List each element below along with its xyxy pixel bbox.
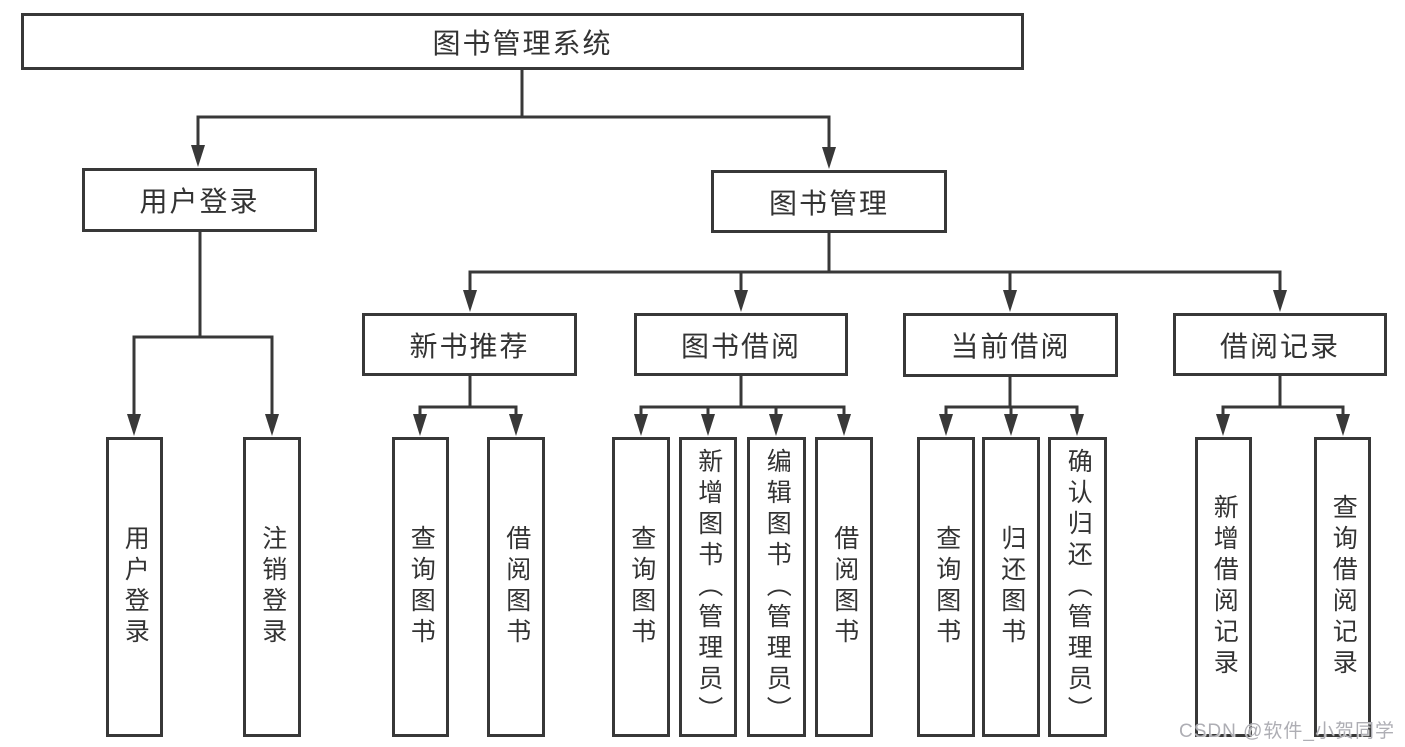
leaf-recommend-query-books-label: 查询图书 xyxy=(407,525,436,649)
leaf-recommend-borrow-books: 借阅图书 xyxy=(487,437,545,737)
leaf-borrowing-borrow-books-label: 借阅图书 xyxy=(830,525,859,649)
leaf-user-login-label: 用户登录 xyxy=(121,525,150,649)
node-user-login-branch-label: 用户登录 xyxy=(139,186,260,217)
leaf-current-return-books: 归还图书 xyxy=(982,437,1040,737)
connector-root-to-branches xyxy=(196,67,831,149)
node-root-system-label: 图书管理系统 xyxy=(432,27,613,59)
leaf-borrowing-edit-books-admin-label: 编辑图书（管理员） xyxy=(763,447,792,727)
node-new-book-recommend-label: 新书推荐 xyxy=(409,330,530,362)
leaf-recommend-query-books: 查询图书 xyxy=(392,437,449,737)
leaf-borrowing-query-books: 查询图书 xyxy=(612,437,670,737)
node-user-login-branch: 用户登录 xyxy=(82,168,317,232)
node-current-borrowing-label: 当前借阅 xyxy=(950,331,1071,362)
node-book-management-label: 图书管理 xyxy=(768,187,889,219)
node-borrowing-records: 借阅记录 xyxy=(1173,313,1387,376)
leaf-borrowing-query-books-label: 查询图书 xyxy=(627,525,656,649)
leaf-current-query-books-label: 查询图书 xyxy=(932,525,961,649)
leaf-current-query-books: 查询图书 xyxy=(917,437,975,737)
leaf-recommend-borrow-books-label: 借阅图书 xyxy=(502,525,531,649)
leaf-records-query-record-label: 查询借阅记录 xyxy=(1329,494,1358,680)
connector-book-management-to-level2 xyxy=(468,233,1282,292)
leaf-current-confirm-return-admin-label: 确认归还（管理员） xyxy=(1064,447,1093,727)
leaf-borrowing-add-books-admin: 新增图书（管理员） xyxy=(679,437,737,737)
leaf-records-query-record: 查询借阅记录 xyxy=(1314,437,1371,737)
node-new-book-recommend: 新书推荐 xyxy=(362,313,577,376)
connector-new-book-recommend-to-leaves xyxy=(418,376,518,416)
leaf-logout: 注销登录 xyxy=(243,437,301,737)
connector-book-borrowing-to-leaves xyxy=(639,376,846,416)
connector-current-borrowing-to-leaves xyxy=(944,377,1079,416)
node-book-management: 图书管理 xyxy=(711,170,947,233)
leaf-records-add-record: 新增借阅记录 xyxy=(1195,437,1252,737)
node-current-borrowing: 当前借阅 xyxy=(903,313,1118,377)
node-book-borrowing: 图书借阅 xyxy=(634,313,848,376)
node-book-borrowing-label: 图书借阅 xyxy=(680,330,801,362)
leaf-current-confirm-return-admin: 确认归还（管理员） xyxy=(1048,437,1107,737)
leaf-current-return-books-label: 归还图书 xyxy=(997,525,1026,649)
node-borrowing-records-label: 借阅记录 xyxy=(1219,330,1340,362)
node-root-system: 图书管理系统 xyxy=(21,13,1024,70)
leaf-records-add-record-label: 新增借阅记录 xyxy=(1210,494,1239,680)
connector-user-login-to-leaves xyxy=(132,232,274,416)
connector-borrowing-records-to-leaves xyxy=(1221,376,1345,416)
arrowheads xyxy=(127,145,1350,436)
leaf-borrowing-borrow-books: 借阅图书 xyxy=(815,437,873,737)
leaf-logout-label: 注销登录 xyxy=(258,525,287,649)
csdn-watermark: CSDN @软件_小贺同学 xyxy=(1179,721,1395,742)
leaf-user-login: 用户登录 xyxy=(106,437,163,737)
leaf-borrowing-add-books-admin-label: 新增图书（管理员） xyxy=(694,447,723,727)
leaf-borrowing-edit-books-admin: 编辑图书（管理员） xyxy=(747,437,806,737)
